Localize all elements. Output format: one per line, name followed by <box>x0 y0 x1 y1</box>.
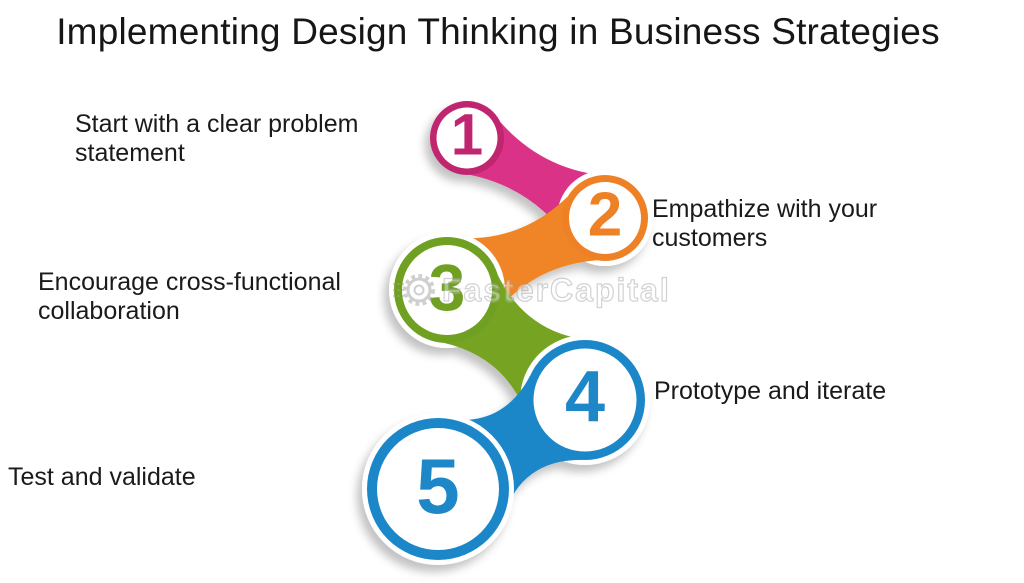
step-5-label: Test and validate <box>8 463 196 491</box>
step-3-number: 3 <box>428 250 466 325</box>
step-2-label: Empathize with your customers <box>652 195 878 253</box>
step-5-number: 5 <box>416 441 460 530</box>
step-1-number: 1 <box>450 102 484 168</box>
page-title: Implementing Design Thinking in Business… <box>56 11 940 52</box>
step-4-number: 4 <box>564 357 606 438</box>
step-1-label: Start with a clear problem statement <box>75 110 359 168</box>
step-3-label: Encourage cross-functional collaboration <box>38 268 341 326</box>
step-4-label: Prototype and iterate <box>654 377 887 405</box>
step-2-number: 2 <box>587 180 623 250</box>
